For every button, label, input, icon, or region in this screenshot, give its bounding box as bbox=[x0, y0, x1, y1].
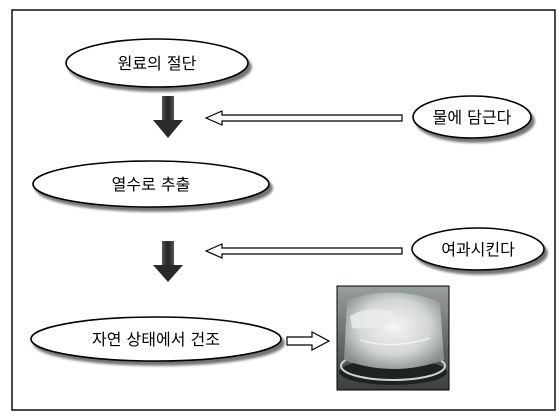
down-arrow-icon bbox=[153, 96, 183, 138]
side-note-1-node bbox=[412, 95, 532, 139]
right-hollow-arrow-icon bbox=[286, 331, 331, 351]
step-3-node bbox=[30, 316, 282, 362]
down-arrow-icon bbox=[153, 241, 183, 282]
step-1-node bbox=[65, 38, 249, 88]
side-note-2-node bbox=[411, 227, 545, 271]
side-note-1-label: 물에 담근다 bbox=[433, 108, 512, 127]
step-2-node bbox=[32, 160, 270, 208]
step-2-label: 열수로 추출 bbox=[112, 175, 191, 194]
step-1-label: 원료의 절단 bbox=[118, 54, 197, 73]
side-note-2-label: 여과시킨다 bbox=[441, 240, 515, 259]
left-hollow-arrow-icon bbox=[204, 243, 403, 259]
step-3-label: 자연 상태에서 건조 bbox=[92, 330, 220, 349]
left-hollow-arrow-icon bbox=[204, 110, 403, 126]
dried-gel-dish-photo-icon bbox=[336, 285, 450, 391]
